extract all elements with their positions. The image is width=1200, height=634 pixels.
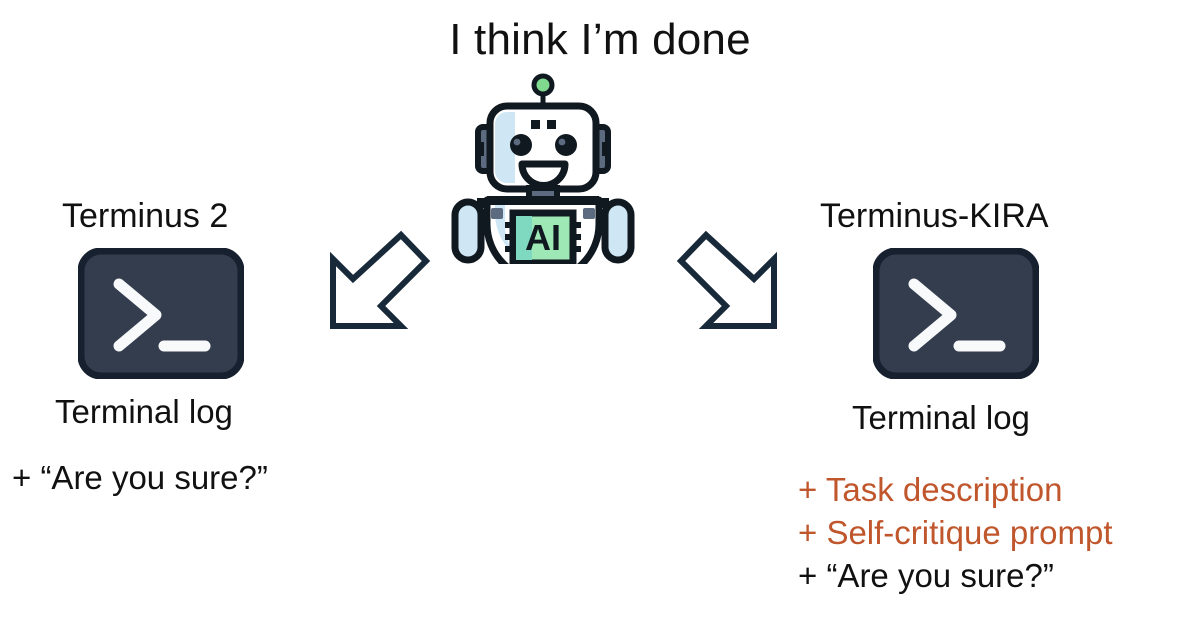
caption-left: Terminal log — [55, 393, 233, 430]
column-title-left: Terminus 2 — [62, 197, 229, 235]
terminal-icon-right[interactable] — [872, 247, 1040, 380]
chip-label: AI — [525, 217, 561, 258]
bullet-list-right: + Task description + Self-critique promp… — [798, 468, 1113, 597]
bullet-item: + “Are you sure?” — [12, 459, 268, 496]
column-title-right: Terminus-KIRA — [820, 197, 1049, 235]
terminal-icon-left[interactable] — [77, 247, 245, 380]
bullet-list-left: + “Are you sure?” — [12, 456, 268, 499]
bullet-item: + Task description — [798, 471, 1063, 508]
bullet-item: + “Are you sure?” — [798, 557, 1054, 594]
arrow-down-right-icon — [672, 225, 802, 355]
caption-right: Terminal log — [852, 399, 1030, 436]
arrow-down-left-icon — [305, 225, 435, 355]
bullet-item: + Self-critique prompt — [798, 514, 1113, 551]
page-title: I think I’m done — [449, 15, 751, 64]
ai-robot-icon: AI — [443, 72, 643, 284]
column-terminus-kira: Terminus-KIRA Terminal log + Task descri… — [790, 0, 1190, 634]
column-terminus-2: Terminus 2 Terminal log + “Are you sure?… — [0, 0, 400, 634]
